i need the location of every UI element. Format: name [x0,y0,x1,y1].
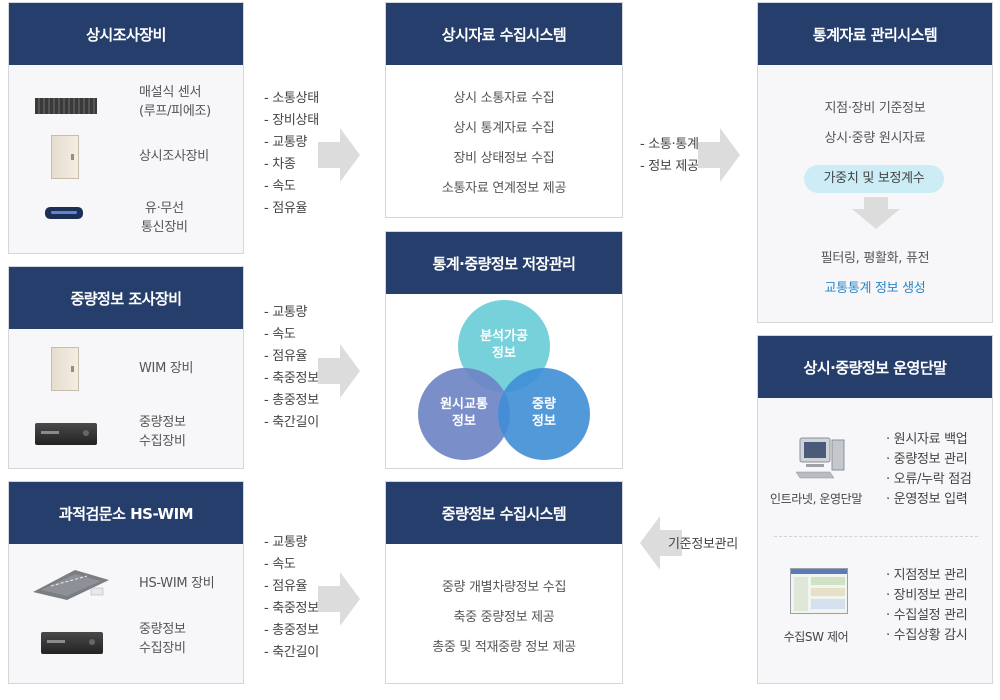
wim-label: WIM 장비 [139,361,194,376]
list-item: · 운영정보 입력 [886,492,968,507]
traffic-data-list-1: - 소통상태 - 장비상태 - 교통량 - 차종 - 속도 - 점유율 [264,88,319,220]
list-item: - 교통량 [264,305,308,320]
list-item: - 총중정보 [264,393,319,408]
arrow-right-icon [318,344,360,398]
list-item: · 장비정보 관리 [886,588,968,603]
storage-management-panel: 통계·중량정보 저장관리 분석가공 정보 원시교통 정보 중량 정보 [385,231,623,469]
survey-equipment-panel: 상시조사장비 매설식 센서 (루프/피에조) 상시조사장비 유·무선 통신장비 [8,2,244,254]
collection-item: 소통자료 연계정보 제공 [441,181,567,196]
hswim-collector-label: 중량정보 수집장비 [139,622,186,656]
comm-device-label: 유·무선 통신장비 [141,201,188,235]
list-item: - 축중정보 [264,601,319,616]
collection-system-title: 상시자료 수집시스템 [386,3,622,65]
operation-terminal-title: 상시·중량정보 운영단말 [758,336,992,398]
traffic-data-list-2: - 교통량 - 속도 - 점유율 - 축중정보 - 총중정보 - 축간길이 [264,302,319,434]
list-item: - 점유율 [264,579,308,594]
weight-collection-panel: 중량정보 수집시스템 중량 개별차량정보 수집 축중 중량정보 제공 총중 및 … [385,481,623,684]
list-item: · 지점정보 관리 [886,568,968,583]
list-item: · 수집상황 감시 [886,628,968,643]
list-item: - 소통상태 [264,91,319,106]
collector-device-image [35,423,97,445]
storage-management-title: 통계·중량정보 저장관리 [386,232,622,294]
statistics-item: 상시·중량 원시자료 [824,131,926,146]
weight-collection-item: 총중 및 적재중량 정보 제공 [432,640,576,655]
list-item: - 축중정보 [264,371,319,386]
statistics-item: 지점·장비 기준정보 [824,101,926,116]
list-item: - 속도 [264,179,296,194]
list-item: · 중량정보 관리 [886,452,968,467]
venn-circle-raw [418,368,510,460]
survey-equipment-title: 상시조사장비 [9,3,243,65]
statistics-system-title: 통계자료 관리시스템 [758,3,992,65]
hswim-collector-image [41,632,103,654]
weight-survey-title: 중량정보 조사장비 [9,267,243,329]
collection-item: 장비 상태정보 수집 [453,151,555,166]
list-item: - 정보 제공 [640,159,699,174]
provision-list: - 소통·통계 - 정보 제공 [640,134,699,178]
hswim-panel: 과적검문소 HS-WIM HS-WIM 장비 중량정보 수집장비 [8,481,244,684]
arrow-right-icon [318,128,360,182]
arrow-left-icon [640,516,682,570]
hswim-road-image [31,566,111,600]
venn-circle-analysis [458,300,550,392]
reference-info-label: 기준정보관리 [668,537,738,552]
weight-collection-item: 축중 중량정보 제공 [453,610,555,625]
cabinet-label: 상시조사장비 [139,149,209,164]
hswim-device-label: HS-WIM 장비 [139,576,215,591]
cabinet-image [51,135,79,179]
list-item: - 점유율 [264,201,308,216]
terminal-function-list-2: · 지점정보 관리 · 장비정보 관리 · 수집설정 관리 · 수집상황 감시 [886,566,968,646]
computer-icon [796,437,845,479]
traffic-data-list-3: - 교통량 - 속도 - 점유율 - 축중정보 - 총중정보 - 축간길이 [264,532,319,664]
weight-factor-pill: 가중치 및 보정계수 [804,165,944,193]
weight-collection-item: 중량 개별차량정보 수집 [441,580,567,595]
statistics-system-panel: 통계자료 관리시스템 지점·장비 기준정보 상시·중량 원시자료 가중치 및 보… [757,2,993,323]
list-item: - 축간길이 [264,645,319,660]
divider [774,536,978,537]
weight-collector-label: 중량정보 수집장비 [139,415,186,449]
collection-system-panel: 상시자료 수집시스템 상시 소통자료 수집 상시 통계자료 수집 장비 상태정보… [385,2,623,218]
list-item: - 소통·통계 [640,137,699,152]
collection-item: 상시 통계자료 수집 [453,121,555,136]
list-item: - 총중정보 [264,623,319,638]
arrow-right-icon [698,128,740,182]
list-item: - 속도 [264,327,296,342]
software-screen-icon [790,568,848,614]
venn-circle-weight [498,368,590,460]
venn-label-weight: 중량 정보 [532,397,556,429]
loop-sensor-label: 매설식 센서 (루프/피에조) [139,85,211,119]
list-item: · 수집설정 관리 [886,608,968,623]
venn-label-raw: 원시교통 정보 [440,397,488,429]
list-item: - 장비상태 [264,113,319,128]
collection-item: 상시 소통자료 수집 [453,91,555,106]
weight-collection-title: 중량정보 수집시스템 [386,482,622,544]
loop-sensor-image [35,98,97,114]
list-item: - 교통량 [264,135,308,150]
list-item: - 점유율 [264,349,308,364]
terminal-function-list-1: · 원시자료 백업 · 중량정보 관리 · 오류/누락 점검 · 운영정보 입력 [886,430,972,510]
software-control-label: 수집SW 제어 [783,630,849,644]
list-item: - 차종 [264,157,296,172]
list-item: - 교통량 [264,535,308,550]
intranet-terminal-label: 인트라넷, 운영단말 [770,492,862,506]
venn-label-analysis: 분석가공 정보 [480,329,528,361]
filter-text: 필터링, 평활화, 퓨전 [820,251,930,266]
hswim-title: 과적검문소 HS-WIM [9,482,243,544]
list-item: - 축간길이 [264,415,319,430]
venn-diagram [418,300,590,460]
weight-survey-panel: 중량정보 조사장비 WIM 장비 중량정보 수집장비 [8,266,244,469]
statistics-generation-text: 교통통계 정보 생성 [824,281,926,296]
arrow-down-icon [852,197,900,229]
list-item: · 원시자료 백업 [886,432,968,447]
list-item: - 속도 [264,557,296,572]
wim-cabinet-image [51,347,79,391]
list-item: · 오류/누락 점검 [886,472,972,487]
operation-terminal-panel: 상시·중량정보 운영단말 인트라넷, 운영단말 · 원시자료 백업 · 중량정보… [757,335,993,684]
arrow-right-icon [318,572,360,626]
comm-device-image [45,207,83,219]
